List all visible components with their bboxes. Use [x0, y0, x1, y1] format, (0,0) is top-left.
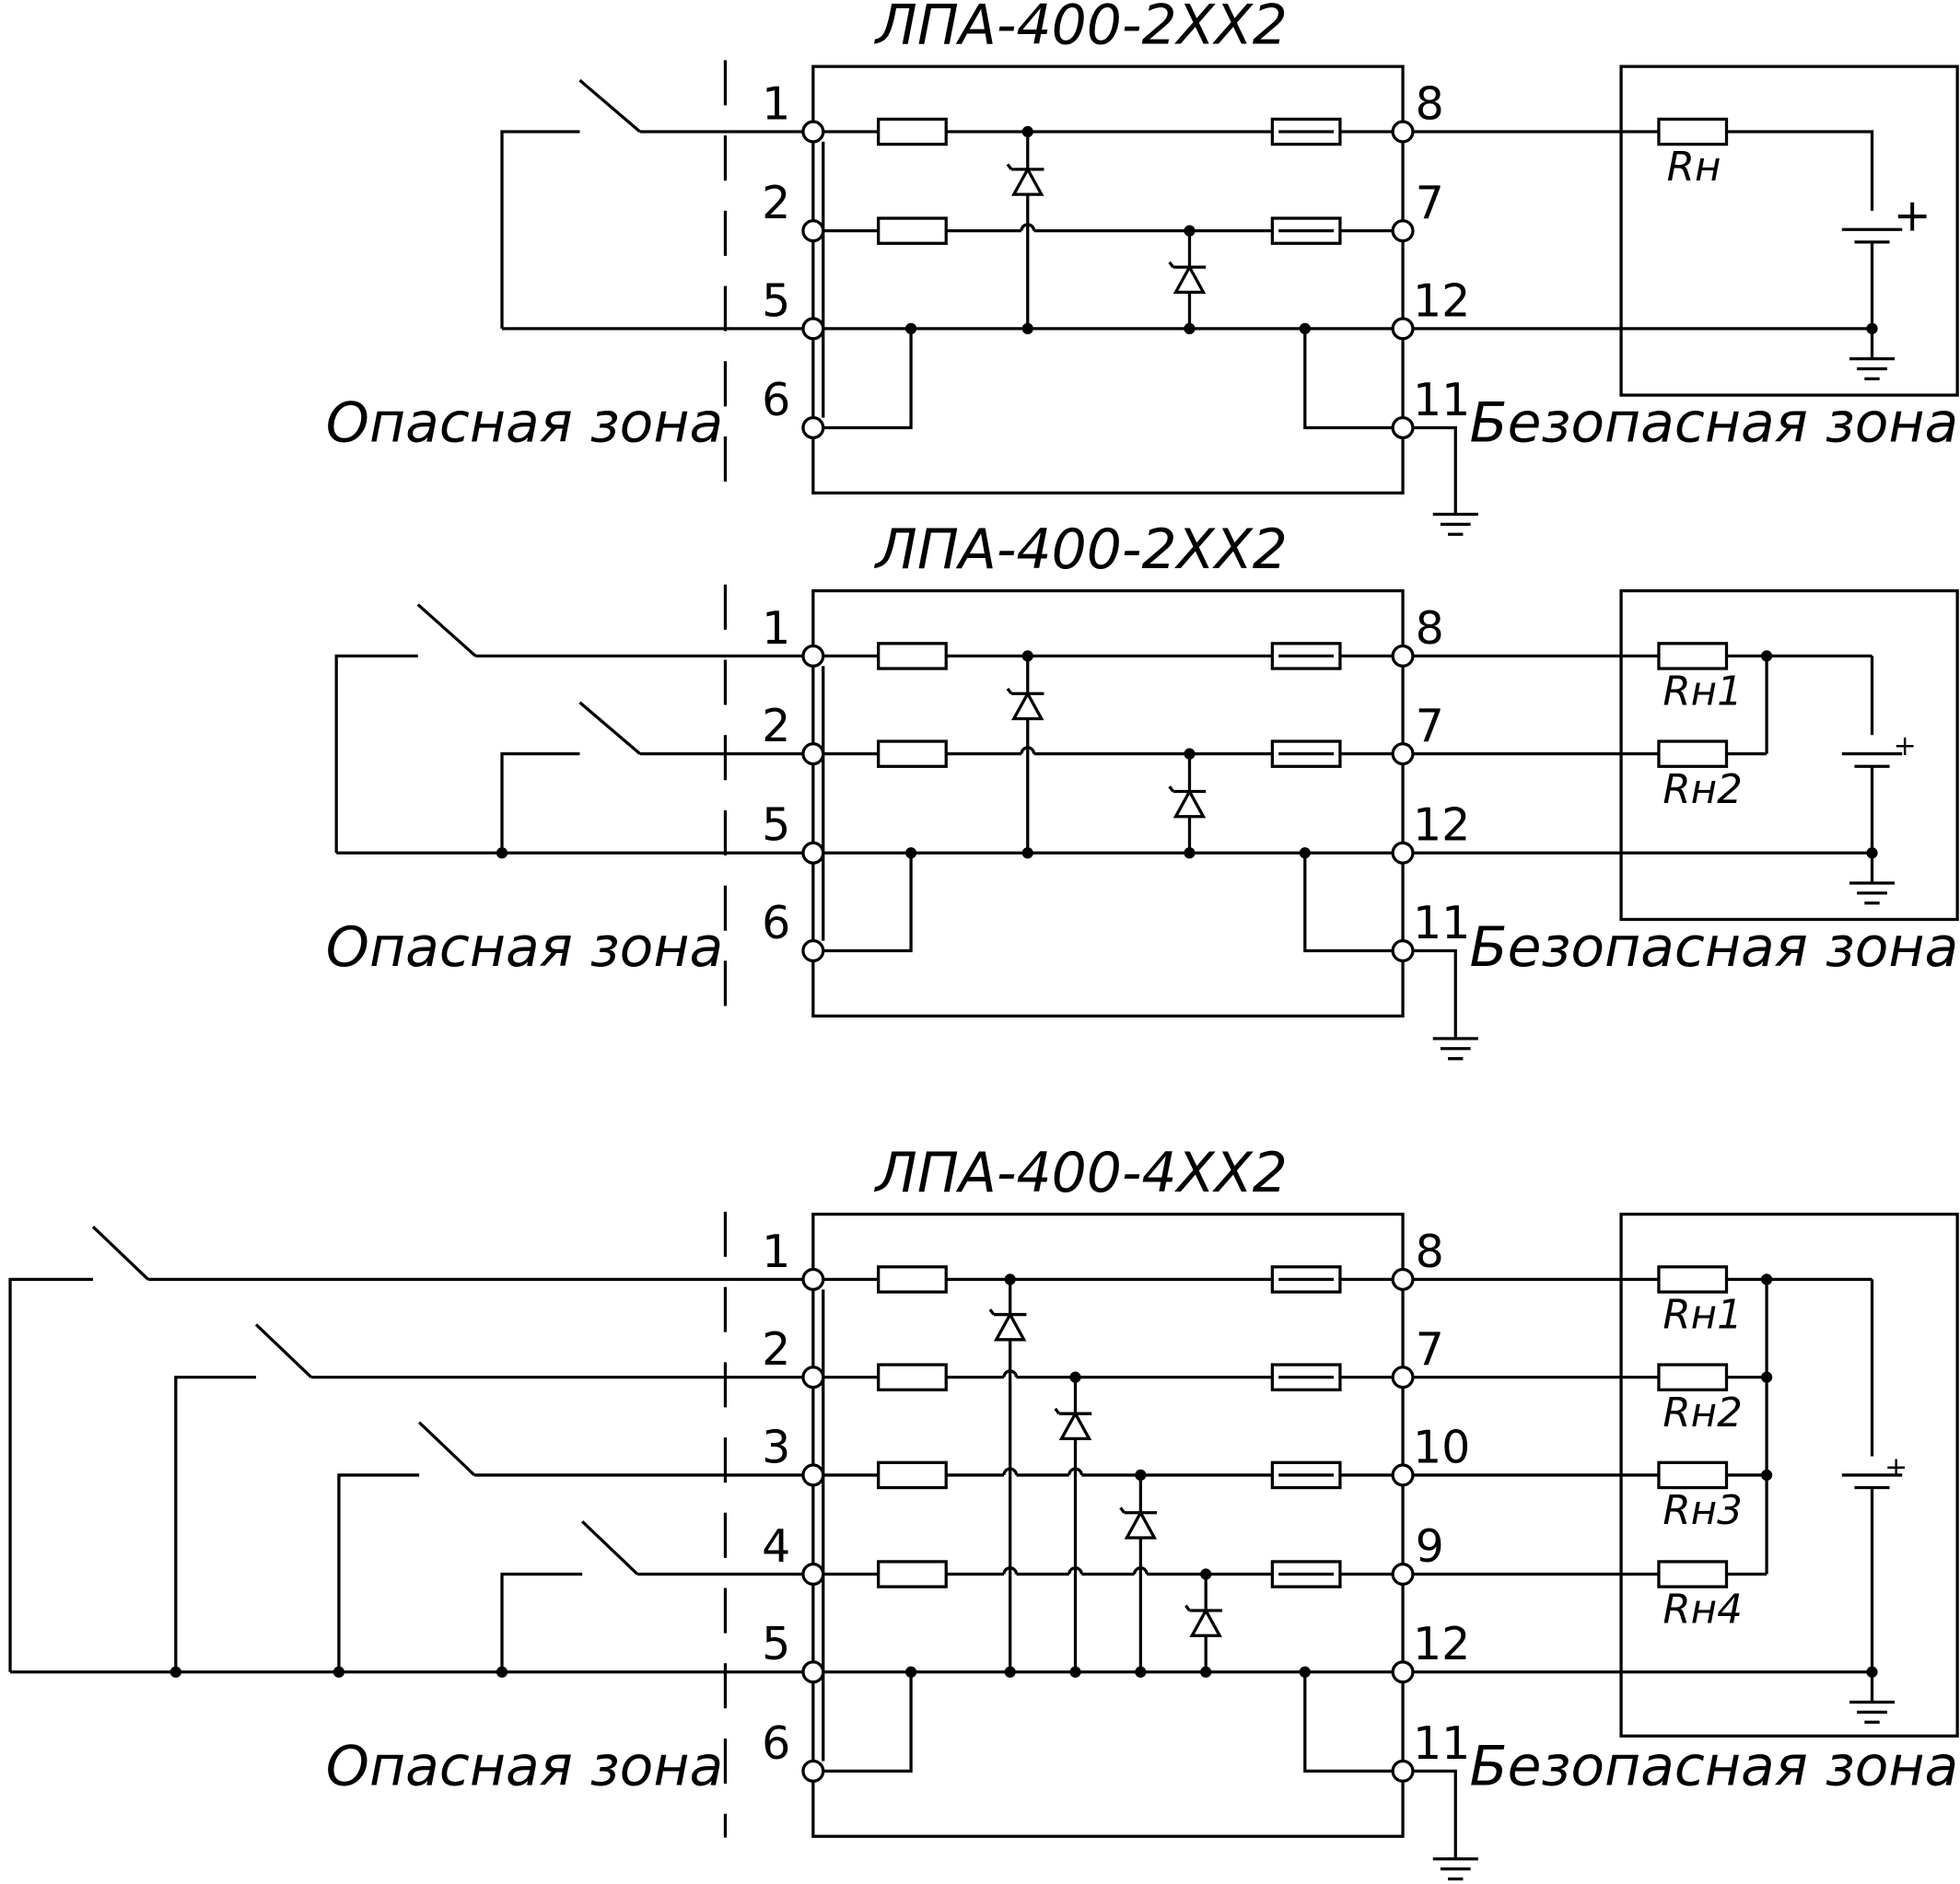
- pin-label: 7: [1416, 1322, 1444, 1376]
- load-resistor: [1657, 739, 1729, 768]
- zener-diode: [1011, 690, 1044, 721]
- zener-diode: [993, 1311, 1027, 1342]
- pin-label: 12: [1413, 273, 1470, 327]
- pin-label: 11: [1413, 373, 1470, 426]
- pin-label: 6: [762, 373, 790, 426]
- load-label: Rн2: [1662, 767, 1743, 813]
- pin-label: 2: [762, 176, 790, 229]
- terminal: [801, 1267, 1415, 1783]
- safe-zone-label: Безопасная зона: [1469, 915, 1958, 980]
- pin-label: 5: [762, 798, 790, 852]
- safe-zone-label: Безопасная зона: [1469, 390, 1958, 455]
- pin-label: 7: [1416, 176, 1444, 229]
- pin-label: 11: [1413, 896, 1470, 949]
- switch-contact: [578, 701, 641, 755]
- resistor: [877, 739, 948, 768]
- zener-diode: [1189, 1607, 1222, 1637]
- safe-zone-box: [1619, 64, 1959, 397]
- hazard-zone-label: Опасная зона: [326, 390, 723, 455]
- resistor: [877, 1265, 948, 1294]
- pin-label: 3: [762, 1420, 790, 1473]
- hazard-wire: [500, 130, 580, 329]
- resistor: [877, 1460, 948, 1490]
- barrier-box: [811, 1212, 1405, 1838]
- pin-label: 4: [762, 1519, 790, 1573]
- zener-diode: [1172, 788, 1207, 819]
- barrier-box: [811, 588, 1405, 1018]
- pin-label: 12: [1413, 1617, 1470, 1670]
- pin-label: 5: [762, 273, 790, 327]
- battery-plus: +: [1894, 730, 1917, 762]
- circuit-1: ЛПА-400-2ХХ2: [326, 0, 1959, 536]
- pin-label: 8: [1416, 601, 1444, 655]
- pin-label: 1: [762, 76, 790, 130]
- pin-label: 2: [762, 1322, 790, 1376]
- resistor: [877, 1560, 948, 1588]
- load-label: Rн1: [1662, 669, 1743, 715]
- load-label: Rн2: [1662, 1390, 1743, 1436]
- pin-label: 9: [1416, 1519, 1444, 1573]
- load-resistor: [1657, 1265, 1729, 1294]
- resistor: [877, 117, 948, 146]
- battery-plus: +: [1884, 1451, 1908, 1483]
- hazard-zone-label: Опасная зона: [326, 1734, 723, 1798]
- load-resistor: [1657, 642, 1729, 670]
- load-label: Rн: [1667, 145, 1721, 191]
- pin-label: 8: [1416, 76, 1444, 130]
- pin-label: 12: [1413, 798, 1470, 852]
- switch-contact: [91, 1226, 150, 1281]
- resistor: [877, 642, 948, 670]
- load-label: Rн4: [1662, 1587, 1743, 1634]
- switch-contact: [417, 1421, 476, 1477]
- resistor: [877, 216, 948, 245]
- safe-zone-label: Безопасная зона: [1469, 1734, 1958, 1798]
- pin-label: 1: [762, 1225, 790, 1278]
- zener-diode: [1011, 166, 1044, 196]
- load-resistor: [1657, 1363, 1729, 1391]
- pin-label: 10: [1413, 1420, 1470, 1473]
- terminal: [801, 120, 1415, 440]
- pin-label: 1: [762, 601, 790, 655]
- switch-contact: [254, 1323, 313, 1378]
- battery-plus: +: [1894, 189, 1931, 242]
- terminal: [801, 644, 1415, 963]
- circuit-3: ЛПА-400-4ХХ2: [8, 1141, 1959, 1881]
- circuit-2: ЛПА-400-2ХХ2: [326, 518, 1959, 1061]
- circuit-2-title: ЛПА-400-2ХХ2: [874, 518, 1288, 582]
- barrier-box: [811, 64, 1405, 494]
- pin-label: 11: [1413, 1716, 1470, 1770]
- switch-contact: [416, 603, 477, 657]
- pin-label: 8: [1416, 1225, 1444, 1278]
- switch-contact: [581, 1520, 639, 1576]
- pin-label: 7: [1416, 699, 1444, 752]
- pin-label: 2: [762, 699, 790, 752]
- zener-diode: [1124, 1509, 1158, 1540]
- zener-diode: [1058, 1410, 1092, 1441]
- hazard-zone-label: Опасная зона: [326, 915, 723, 980]
- load-label: Rн1: [1662, 1293, 1743, 1339]
- load-resistor: [1657, 117, 1729, 146]
- load-label: Rн3: [1662, 1488, 1743, 1534]
- pin-label: 5: [762, 1617, 790, 1670]
- zener-diode: [1172, 263, 1207, 295]
- pin-label: 6: [762, 1716, 790, 1770]
- circuit-1-title: ЛПА-400-2ХХ2: [874, 0, 1288, 58]
- resistor: [877, 1363, 948, 1391]
- pin-label: 6: [762, 896, 790, 949]
- circuit-3-title: ЛПА-400-4ХХ2: [874, 1141, 1288, 1205]
- load-resistor: [1657, 1460, 1729, 1490]
- switch-contact: [578, 78, 641, 134]
- load-resistor: [1657, 1560, 1729, 1588]
